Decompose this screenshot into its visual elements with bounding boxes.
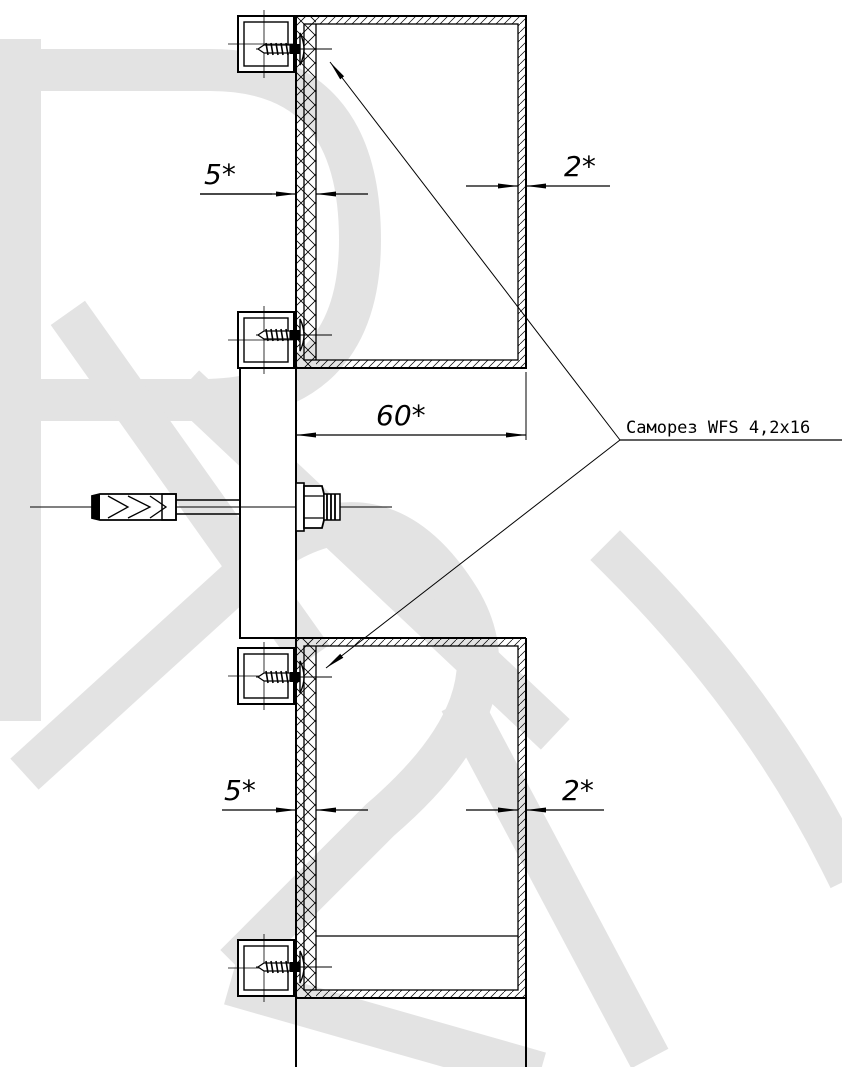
dimension-label: 2* — [564, 150, 596, 183]
dimension-depth: 60* — [296, 372, 527, 440]
dimension-skin-top: 2* — [466, 150, 610, 189]
hex-nut-icon — [295, 482, 341, 532]
screw-callout: Саморез WFS 4,2x16 — [325, 61, 842, 669]
top-panel — [295, 15, 527, 369]
dimension-label: 60* — [376, 399, 426, 432]
dimension-wall-top: 5* — [200, 158, 368, 197]
bottom-panel — [295, 637, 527, 1067]
dimension-label: 5* — [224, 774, 256, 807]
callout-label: Саморез WFS 4,2x16 — [626, 418, 810, 438]
watermark — [0, 39, 842, 1067]
dimension-skin-bottom: 2* — [466, 774, 604, 813]
bracket — [239, 367, 297, 639]
cleat-top — [227, 9, 295, 79]
dimension-wall-bottom: 5* — [222, 774, 368, 813]
watermark-letters-bottom — [10, 502, 842, 1067]
dimension-label: 5* — [204, 158, 236, 191]
cleat-mid — [227, 305, 295, 375]
dimension-label: 2* — [562, 774, 594, 807]
